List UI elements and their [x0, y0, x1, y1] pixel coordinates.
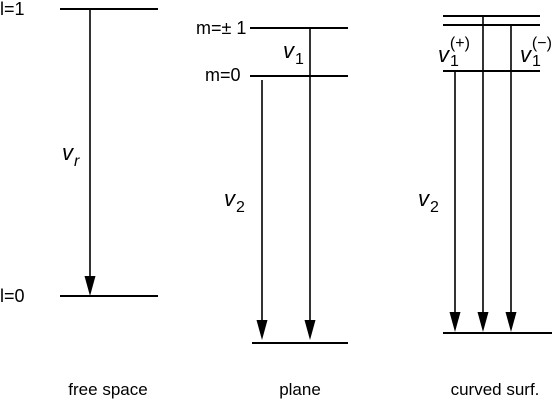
transition-v1-plane-subscript: 1: [295, 51, 304, 68]
transition-v1-plus-symbol: v: [438, 42, 451, 67]
plane-caption: plane: [279, 380, 321, 399]
transition-v1-minus-label: v1(−): [520, 35, 552, 70]
level-m-pm1-label: m=± 1: [196, 18, 246, 38]
transition-v1-plane-symbol: v: [283, 38, 296, 63]
transition-v2-curved-subscript: 2: [430, 199, 439, 216]
transition-v2-curved-symbol: v: [418, 186, 431, 211]
transition-v2-curved-label: v2: [418, 186, 439, 216]
transition-v1-minus-subscript: 1: [532, 53, 541, 70]
transition-v1-minus-arrowhead: [505, 312, 517, 332]
transition-vr-arrowhead: [84, 276, 96, 296]
plane-panel: m=± 1 m=0 v1 v2 plane: [196, 18, 348, 399]
transition-v1-plane-label: v1: [283, 38, 304, 68]
transition-v2-plane-arrowhead: [256, 320, 268, 340]
transition-v1-plane-arrowhead: [304, 320, 316, 340]
transition-v2-plane-label: v2: [224, 186, 245, 216]
free-space-panel: l=1 l=0 vr free space: [0, 0, 158, 399]
transition-vr-symbol: v: [62, 140, 75, 165]
transition-v1-minus-symbol: v: [520, 42, 533, 67]
transition-v2-curved-arrowhead: [449, 312, 461, 332]
transition-v1-plus-subscript: 1: [450, 53, 459, 70]
transition-v1-minus-superscript: (−): [532, 35, 552, 52]
transition-vr-label: vr: [62, 140, 80, 170]
curved-surface-panel: v1(+) v1(−) v2 curved surf.: [418, 15, 552, 399]
free-space-caption: free space: [68, 380, 147, 399]
transition-v1-plus-label: v1(+): [438, 35, 470, 70]
transition-v1-plus-arrowhead: [477, 312, 489, 332]
level-l1-label: l=1: [0, 0, 25, 19]
transition-v2-plane-subscript: 2: [236, 199, 245, 216]
transition-v2-plane-symbol: v: [224, 186, 237, 211]
level-l0-label: l=0: [0, 286, 25, 306]
transition-v1-plus-superscript: (+): [450, 35, 470, 52]
curved-surface-caption: curved surf.: [451, 380, 540, 399]
transition-vr-subscript: r: [74, 153, 80, 170]
level-m0-label: m=0: [205, 65, 241, 85]
